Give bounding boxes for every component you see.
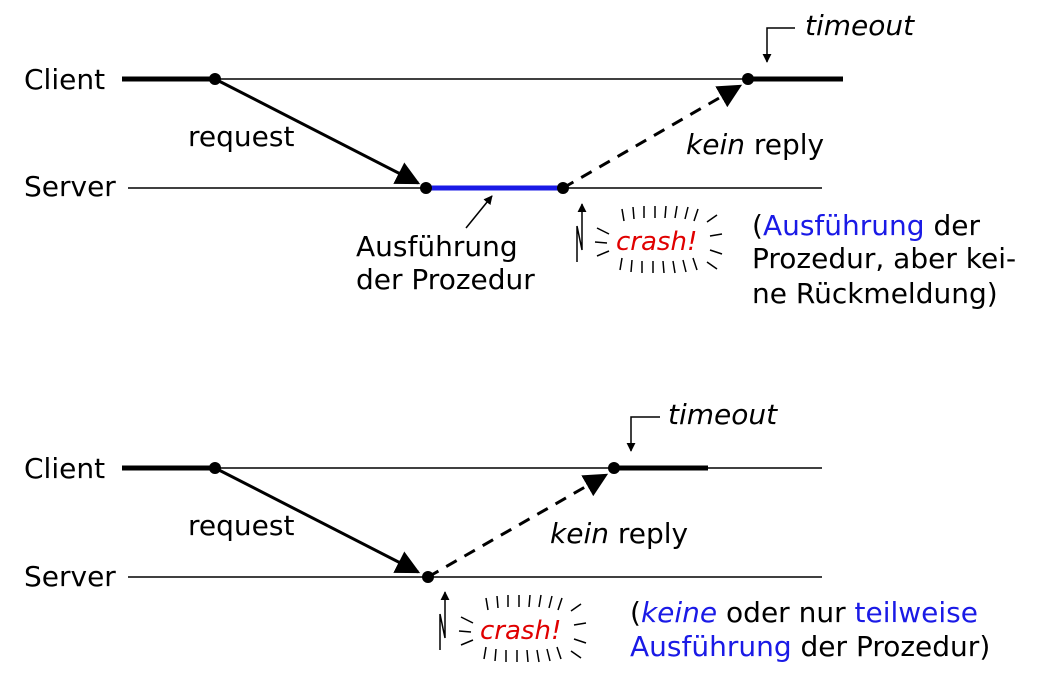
client-label: Client: [24, 452, 105, 485]
note-line1: (Ausführung der: [752, 209, 980, 242]
crash-burst-icon: [458, 594, 587, 663]
server-crash-dot: [557, 182, 569, 194]
timeout-pointer: [626, 416, 660, 452]
server-label: Server: [24, 560, 116, 593]
timeout-pointer: [762, 27, 795, 63]
execution-label-line1: Ausführung: [356, 230, 518, 263]
client-send-dot: [209, 462, 221, 474]
reply-arrow: [427, 473, 609, 579]
timeout-label: timeout: [805, 9, 915, 42]
request-label: request: [188, 120, 294, 153]
request-arrow: [214, 77, 421, 185]
lightning-icon: [439, 591, 450, 650]
note-line2: Ausführung der Prozedur): [630, 630, 990, 663]
crash-burst-icon: [594, 205, 723, 274]
server-crash-dot: [422, 571, 434, 583]
request-arrow: [214, 466, 421, 574]
note-line1: (keine oder nur teilweise: [630, 596, 978, 629]
bottom-diagram: Client Server request kein reply timeout: [24, 398, 990, 663]
server-label: Server: [24, 170, 116, 203]
client-timeout-dot: [608, 462, 620, 474]
client-send-dot: [209, 73, 221, 85]
client-timeout-dot: [742, 73, 754, 85]
request-label: request: [188, 509, 294, 542]
crash-label: crash!: [616, 227, 697, 257]
timeout-label: timeout: [668, 398, 778, 431]
lightning-icon: [576, 203, 587, 262]
client-label: Client: [24, 63, 105, 96]
note-line3: ne Rückmeldung): [752, 277, 998, 310]
execution-label-line2: der Prozedur: [356, 263, 535, 296]
reply-label: kein reply: [550, 517, 688, 550]
reply-arrow: [562, 84, 743, 190]
server-receive-dot: [420, 182, 432, 194]
crash-label: crash!: [480, 616, 561, 646]
note-line2: Prozedur, aber kei-: [752, 242, 1016, 275]
execution-pointer: [465, 195, 493, 229]
top-diagram: Client Server request kein reply timeout…: [24, 9, 1016, 310]
reply-label: kein reply: [686, 128, 824, 161]
